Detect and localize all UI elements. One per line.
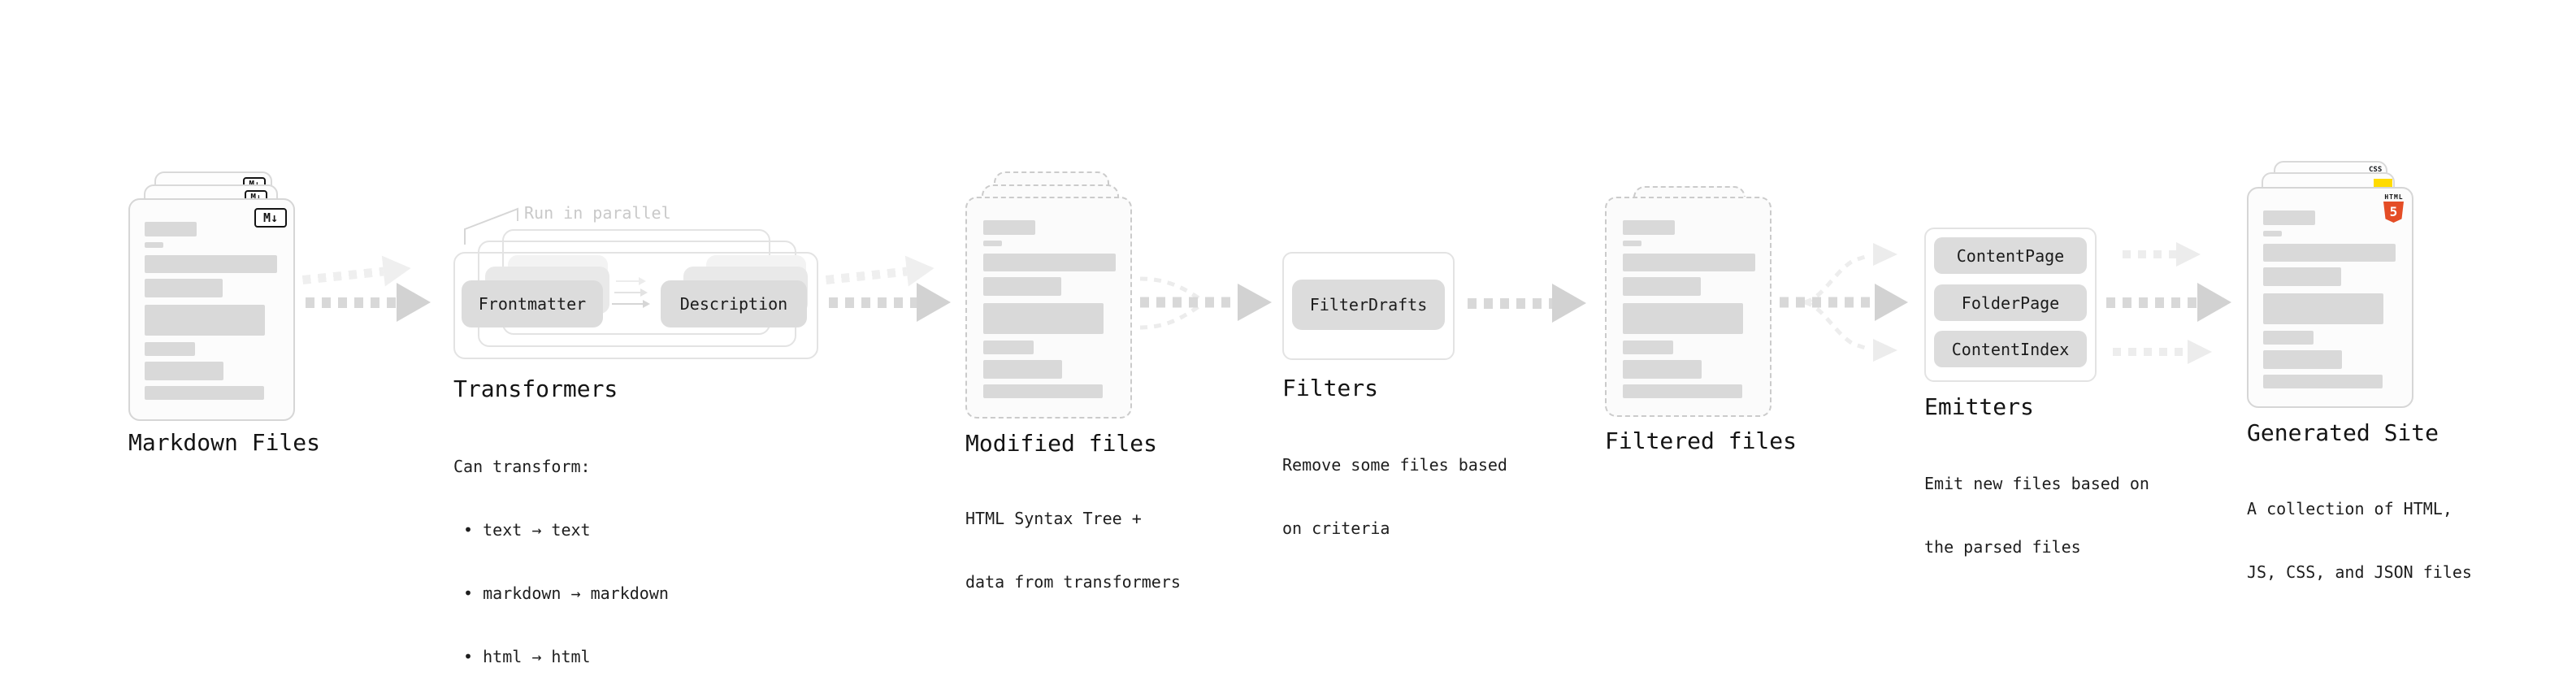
document-placeholder-lines xyxy=(130,200,293,419)
generated-site-label: Generated Site xyxy=(2247,419,2439,446)
transformers-desc-title: Can transform: xyxy=(453,457,591,476)
markdown-file-card: M↓ xyxy=(128,198,295,421)
transformers-bullet: • markdown → markdown xyxy=(453,583,669,603)
transformers-bullet: • html → html xyxy=(453,647,591,666)
generated-file-card: HTML 5 xyxy=(2247,187,2413,408)
markdown-files-label: Markdown Files xyxy=(128,429,321,456)
flow-arrow xyxy=(829,283,951,322)
filtered-file-card xyxy=(1605,197,1772,417)
html5-icon: HTML 5 xyxy=(2383,193,2405,223)
flow-arrow xyxy=(2106,283,2231,322)
filters-description: Remove some files based on criteria xyxy=(1282,455,1507,538)
flow-arrow xyxy=(306,283,431,322)
document-placeholder-lines xyxy=(2249,189,2412,406)
markdown-icon: M↓ xyxy=(254,208,287,228)
emitters-description: Emit new files based on the parsed files xyxy=(1924,474,2149,557)
filters-label: Filters xyxy=(1282,375,1379,401)
document-placeholder-lines xyxy=(1607,198,1770,415)
js-icon xyxy=(2374,179,2392,189)
filtered-files-label: Filtered files xyxy=(1605,427,1798,454)
pill-arrow-middle xyxy=(614,288,648,297)
flow-arrow xyxy=(1468,284,1586,323)
run-in-parallel-note: Run in parallel xyxy=(524,203,671,223)
flow-arrow-light xyxy=(2123,242,2201,267)
modified-files-label: Modified files xyxy=(965,430,1158,457)
modified-file-card xyxy=(965,197,1132,419)
pill-arrow-bottom xyxy=(612,299,650,309)
folderpage-pill: FolderPage xyxy=(1934,284,2087,321)
emitters-label: Emitters xyxy=(1924,393,2034,420)
document-placeholder-lines xyxy=(967,198,1130,417)
description-pill: Description xyxy=(661,280,807,327)
flow-arrow-light xyxy=(2113,340,2212,364)
transformers-bullet: • text → text xyxy=(453,520,591,540)
modified-files-description: HTML Syntax Tree + data from transformer… xyxy=(965,509,1181,592)
filterdrafts-pill: FilterDrafts xyxy=(1292,280,1445,330)
contentpage-pill: ContentPage xyxy=(1934,237,2087,274)
frontmatter-pill: Frontmatter xyxy=(462,280,603,327)
generated-site-description: A collection of HTML, JS, CSS, and JSON … xyxy=(2247,499,2472,582)
split-arrow xyxy=(1780,243,1908,362)
merge-arrow xyxy=(1139,276,1272,330)
pill-arrow-top xyxy=(616,276,646,286)
transformer-frame xyxy=(453,252,818,359)
transformers-label: Transformers xyxy=(453,375,618,402)
contentindex-pill: ContentIndex xyxy=(1934,331,2087,367)
transformers-description: Can transform: • text → text • markdown … xyxy=(453,414,669,681)
run-in-parallel-leader-line xyxy=(464,207,518,245)
